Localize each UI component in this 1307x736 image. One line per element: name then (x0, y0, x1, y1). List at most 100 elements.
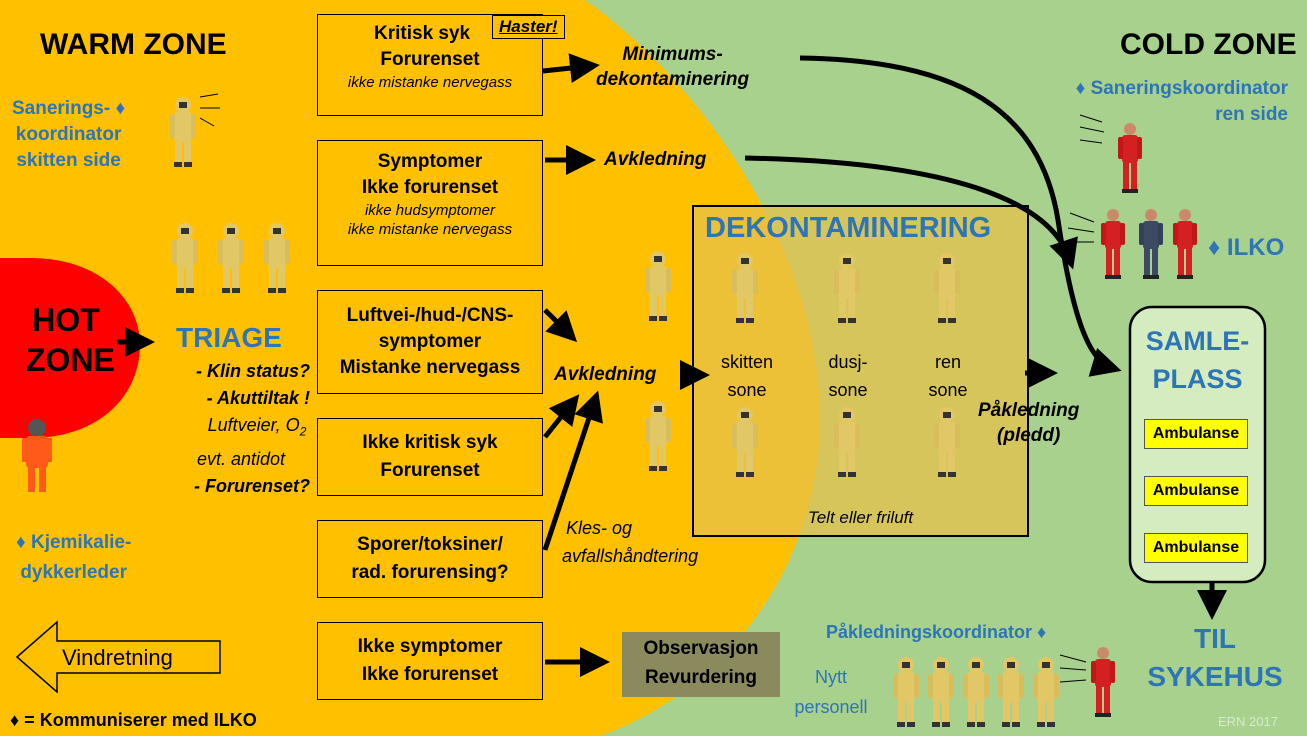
category-symptoms: Symptomer Ikke forurenset ikke hudsympto… (317, 140, 543, 266)
noncritical-line2: Forurenset (380, 460, 480, 481)
arrow-airway (543, 308, 578, 343)
airway-line1: Luftvei-/hud-/CNS- (346, 305, 514, 326)
assembly-line2: PLASS (1152, 364, 1243, 394)
chem-line2: dykkerleder (20, 562, 127, 583)
observation-label: Observasjon Revurdering (622, 634, 780, 692)
dirty-coord-line3: skitten side (16, 150, 121, 171)
nosymptoms-line2: Ikke forurenset (361, 664, 499, 685)
spores-line2: rad. forurensing? (351, 562, 509, 583)
suit-ilko-3 (1173, 209, 1197, 279)
triage-list: - Klin status? - Akuttiltak ! Luftveier,… (162, 358, 310, 500)
decon-zone-clean: ren sone (913, 348, 983, 404)
chem-line1: ♦ Kjemikalie- (16, 532, 132, 553)
assembly-line1: SAMLE- (1145, 326, 1250, 356)
category-spores: Sporer/toksiner/ rad. forurensing? (317, 520, 543, 598)
suit-new-1 (893, 657, 919, 727)
waste-line1: Kles- og (566, 518, 633, 538)
observation-line1: Observasjon (643, 638, 759, 659)
decon-zone-dirty: skitten sone (712, 348, 782, 404)
assembly-title: SAMLE- PLASS (1130, 322, 1265, 398)
observation-box (622, 632, 780, 697)
nosymptoms-line1: Ikke symptomer (357, 636, 503, 657)
decon-zone-line: sone (928, 380, 968, 400)
symptoms-line2: Ikke forurenset (361, 177, 499, 198)
triage-item: - Klin status? (195, 361, 310, 381)
airway-line2: symptomer (378, 331, 482, 352)
symptoms-line1: Symptomer (377, 151, 483, 172)
suit-new-5 (1033, 657, 1059, 727)
new-personnel-label: Nytt personell (776, 662, 886, 722)
warm-zone-region (0, 0, 820, 736)
undress-mid-label: Avkledning (554, 364, 657, 385)
legend-text: ♦ = Kommuniserer med ILKO (10, 710, 257, 730)
suit-chem-diver-leader (22, 419, 52, 492)
dirty-coord-line2: koordinator (15, 124, 122, 145)
new-personnel-line2: personell (794, 697, 868, 717)
clean-coordinator-label: ♦ Saneringskoordinator ren side (1030, 76, 1288, 128)
observation-line2: Revurdering (645, 667, 757, 688)
category-nosymptoms: Ikke symptomer Ikke forurenset (317, 622, 543, 700)
suit-clean-coordinator (1118, 123, 1142, 193)
min-decon-line1: Minimums- (622, 44, 723, 65)
decon-zone-shower: dusj- sone (813, 348, 883, 404)
decon-title: DEKONTAMINERING (705, 212, 992, 244)
warm-zone-title: WARM ZONE (40, 28, 227, 61)
suit-ilko-2 (1139, 209, 1163, 279)
decon-zone-line: skitten (720, 352, 774, 372)
dressing-line2: (pledd) (997, 425, 1061, 446)
airway-line3: Mistanke nervegass (339, 357, 521, 378)
decon-zone-line: ren (934, 352, 961, 372)
clean-coord-line1: ♦ Saneringskoordinator (1075, 78, 1288, 99)
arrow-spores (542, 390, 603, 551)
decon-zone-line: sone (727, 380, 767, 400)
decon-zone-line: sone (828, 380, 868, 400)
spores-line1: Sporer/toksiner/ (357, 534, 503, 555)
min-decon-label: Minimums- dekontaminering (596, 42, 749, 92)
dirty-coordinator-label: Sanerings- ♦ koordinator skitten side (12, 96, 125, 174)
ambulance-1: Ambulanse (1144, 419, 1248, 449)
critical-note: ikke mistanke nervegass (347, 74, 513, 91)
decon-zone-line: dusj- (828, 352, 868, 372)
triage-o2-subscript: 2 (299, 424, 307, 439)
noncritical-line1: Ikke kritisk syk (362, 432, 498, 453)
category-airway: Luftvei-/hud-/CNS- symptomer Mistanke ne… (317, 290, 543, 394)
triage-title: TRIAGE (176, 322, 282, 353)
category-critical: Kritisk syk Forurenset ikke mistanke ner… (317, 14, 543, 116)
arrow-undress-to-assembly (744, 155, 1078, 270)
min-decon-line2: dekontaminering (596, 69, 750, 90)
urgent-badge: Haster! (492, 15, 565, 39)
waste-line2: avfallshåndtering (562, 546, 699, 566)
triage-item: - Akuttiltak ! (206, 388, 310, 408)
suit-new-4 (998, 657, 1024, 727)
critical-line1: Kritisk syk (318, 21, 542, 47)
waste-label: Kles- og avfallshåndtering (562, 514, 698, 570)
hot-zone-line2: ZONE (26, 342, 115, 378)
hospital-line1: TIL (1194, 623, 1236, 654)
undress-top-label: Avkledning (604, 149, 707, 170)
hot-zone-line1: HOT (32, 302, 100, 338)
new-personnel-line1: Nytt (814, 667, 847, 687)
symptoms-note1: ikke hudsymptomer (364, 202, 496, 219)
suit-ilko-1 (1101, 209, 1125, 279)
hospital-label: TIL SYKEHUS (1140, 620, 1290, 696)
triage-item: Luftveier, O2 (172, 412, 342, 446)
arrow-critical (542, 53, 600, 84)
dirty-coord-line1: Sanerings- ♦ (12, 98, 126, 119)
clean-coord-line2: ren side (1215, 104, 1288, 125)
hospital-line2: SYKEHUS (1147, 661, 1283, 692)
wind-arrow (15, 620, 221, 694)
arrow-noncritical (543, 394, 580, 439)
suit-dressing-coordinator (1091, 647, 1115, 717)
ambulance-2: Ambulanse (1144, 476, 1248, 506)
hot-zone-region (0, 258, 140, 438)
cold-zone-title: COLD ZONE (1120, 28, 1297, 61)
hot-zone-title: HOT ZONE (26, 300, 115, 380)
dressing-line1: Påkledning (978, 400, 1080, 421)
critical-line2: Forurenset (380, 49, 480, 70)
ambulance-3: Ambulanse (1144, 533, 1248, 563)
dressing-coordinator-label: Påkledningskoordinator ♦ (826, 622, 1047, 642)
symptoms-note2: ikke mistanke nervegass (347, 221, 513, 238)
credit-text: ERN 2017 (1218, 714, 1278, 729)
decon-footer: Telt eller friluft (807, 508, 914, 527)
